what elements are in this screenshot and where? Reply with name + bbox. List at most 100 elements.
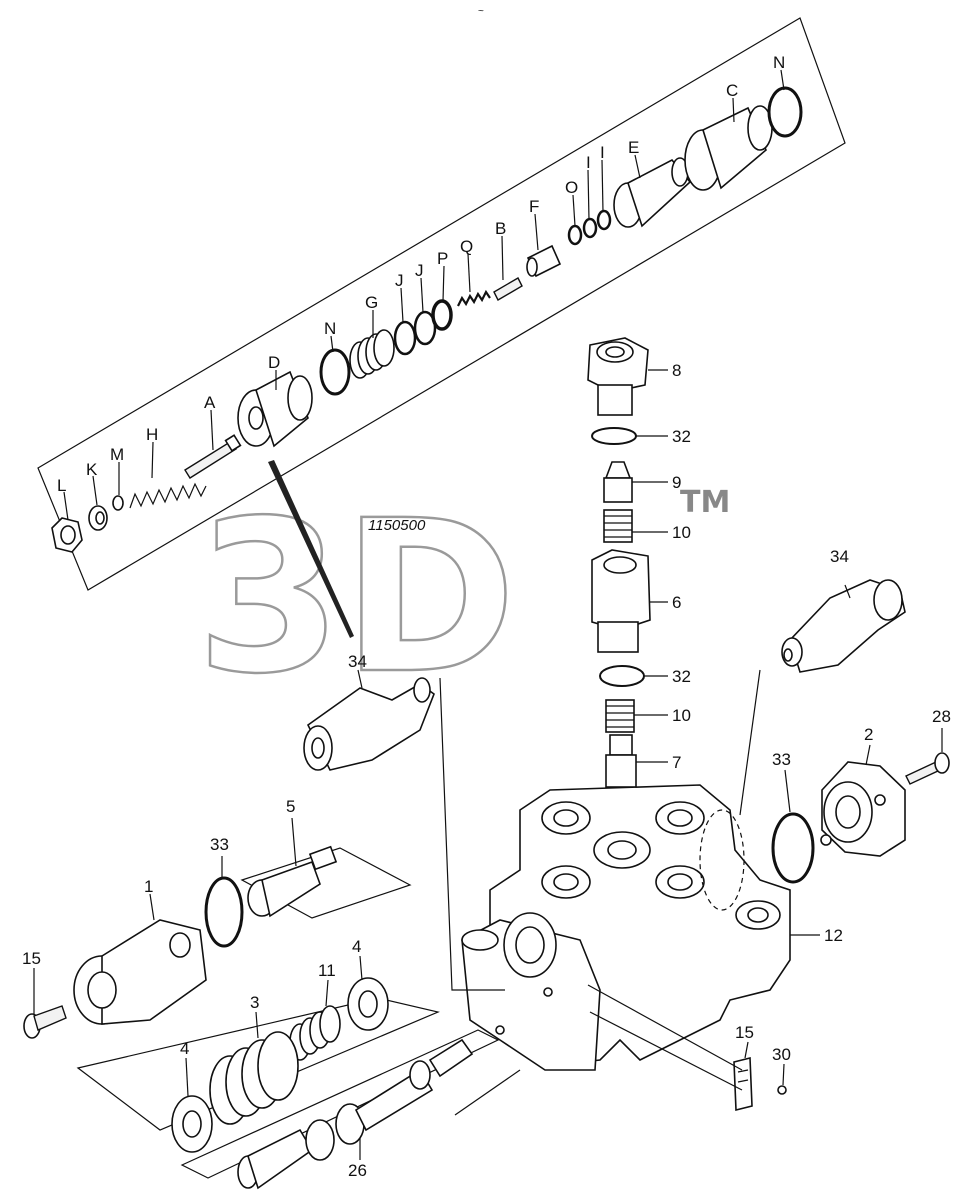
o-ring-33-left [204,876,244,948]
o-ring-32-bottom [599,665,645,687]
label-N-right: N [773,53,785,72]
label-9: 9 [672,473,681,492]
flange-2 [820,761,906,857]
label-A: A [204,393,216,412]
spring-H [129,482,207,509]
label-7: 7 [672,753,681,772]
backup-ring-J1 [393,320,417,356]
sleeve-F [526,244,562,278]
poppet-A [184,434,242,479]
label-34-right: 34 [830,547,849,566]
body-6 [591,549,651,653]
watermark: 3D TM [195,474,731,722]
screw-28 [905,752,950,785]
o-ring-32-top [591,427,637,445]
label-L: L [57,476,66,495]
spool-26-frame [180,1029,500,1179]
label-H: H [146,425,158,444]
label-N-left: N [324,319,336,338]
label-3: 3 [250,993,259,1012]
pin-30 [777,1085,787,1095]
washer-M [112,495,124,511]
ring-O [567,224,583,246]
piston-5 [247,845,338,918]
watermark-logo: 3D [196,475,516,720]
label-J-1: J [395,271,404,290]
label-33-right: 33 [772,750,791,769]
ring-I2 [596,209,612,231]
housing-D [237,370,313,448]
name-plate-15 [733,1056,753,1112]
label-10-top: 10 [672,523,691,542]
watermark-tm: TM [680,485,730,520]
nut-L [51,517,83,553]
label-I-2: I [600,143,605,162]
label-28: 28 [932,707,951,726]
label-4-left: 4 [180,1039,189,1058]
label-26: 26 [348,1161,367,1180]
seat-4-right [347,977,389,1031]
o-ring-N-right [767,86,803,138]
valve-9 [603,461,633,503]
label-J-2: J [415,261,424,280]
relief-valve-34-left [303,677,435,771]
spring-10-bottom [605,699,635,733]
label-K: K [86,460,98,479]
spring-11 [289,1005,341,1061]
pin-B [493,277,523,301]
label-G: G [365,293,378,312]
label-D: D [268,353,280,372]
piston-E [613,157,692,228]
inset-pointer [268,460,354,638]
adapter-8 [587,337,649,416]
plug-C [684,105,773,191]
label-1: 1 [144,877,153,896]
label-8: 8 [672,361,681,380]
label-5: 5 [286,797,295,816]
label-6: 6 [672,593,681,612]
label-15-left: 15 [22,949,41,968]
spool-group-frame [240,847,412,919]
seat-4-left [171,1095,213,1153]
label-B: B [495,219,506,238]
ring-I1 [582,217,598,239]
o-ring-N-left [319,348,351,396]
relief-valve-34-right [781,579,906,673]
adjuster-K [88,505,108,531]
cap-1 [73,919,207,1025]
label-I-1: I [586,153,591,172]
label-Q: Q [460,237,473,256]
spring-Q [457,289,491,307]
label-2: 2 [864,725,873,744]
drawing-part-number: 1150500 [368,517,426,534]
label-30: 30 [772,1045,791,1064]
bolt-15-left [23,1005,67,1039]
label-P: P [437,249,448,268]
label-12: 12 [824,926,843,945]
label-32-top: 32 [672,427,691,446]
valve-7 [605,734,637,788]
label-10-bottom: 10 [672,706,691,725]
spool-26 [237,1038,474,1190]
label-O: O [565,178,578,197]
backup-ring-J2 [413,310,437,346]
label-F: F [529,197,539,216]
label-M: M [110,445,124,464]
o-ring-33-right [771,812,815,884]
label-15-right: 15 [735,1023,754,1042]
spring-3 [209,1031,299,1125]
o-ring-P [431,299,453,331]
label-11: 11 [318,961,336,980]
spring-10-top [603,509,633,543]
label-C: C [726,81,738,100]
spring-G [349,329,395,379]
label-4-right: 4 [352,937,361,956]
label-33-left: 33 [210,835,229,854]
corner-mark: ~ [478,6,484,17]
label-E: E [628,138,639,157]
valve-body-12 [461,784,791,1071]
spring-group-frame [76,997,440,1131]
label-32-bottom: 32 [672,667,691,686]
label-34-left: 34 [348,652,367,671]
